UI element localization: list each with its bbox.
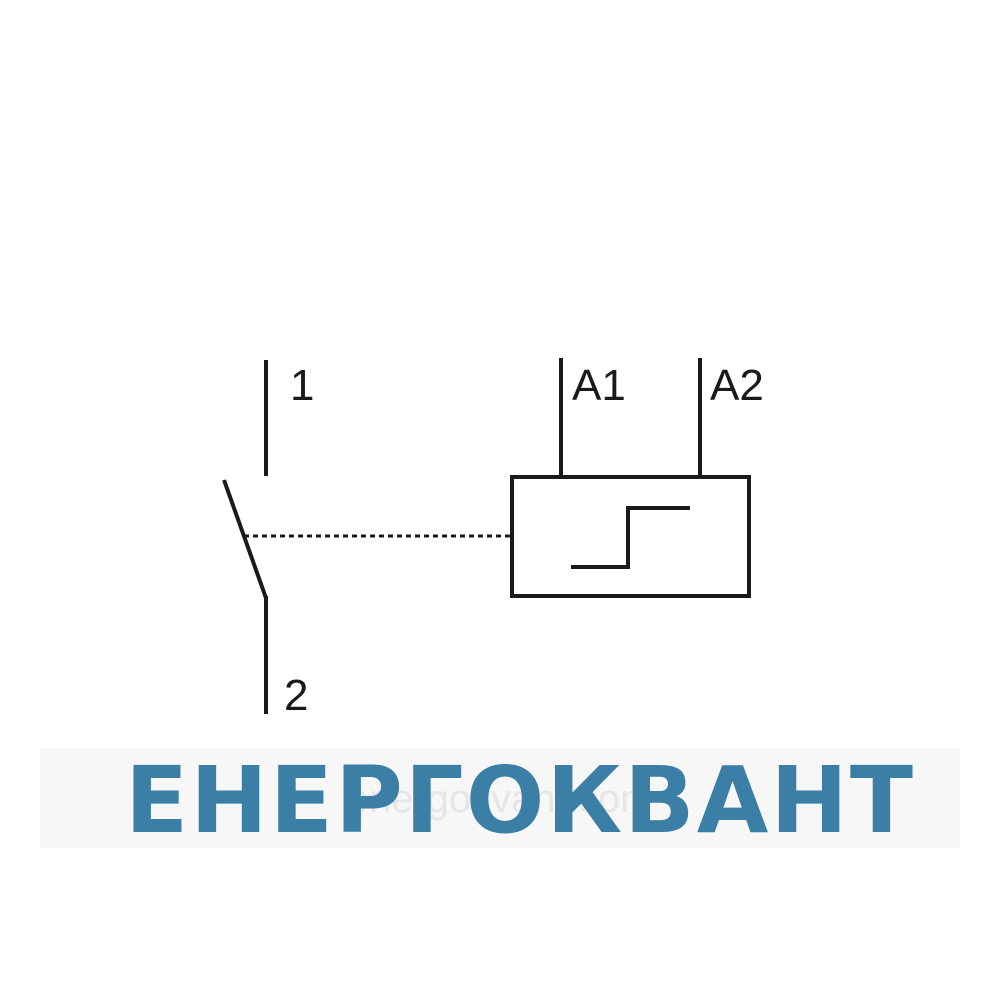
contact-switch-blade: [222, 479, 268, 599]
terminal-label-2: 2: [284, 671, 308, 720]
terminal-label-1: 1: [290, 361, 314, 410]
brand-logo-text: ЕНЕРГОКВАНТ: [125, 747, 915, 854]
terminal-label-a1: A1: [572, 361, 626, 410]
coil-box: [510, 475, 751, 598]
coil-step-symbol: [571, 506, 690, 569]
terminal-label-a2: A2: [710, 361, 764, 410]
logo-band: [40, 748, 960, 848]
logo-watermark: energokvant.com: [347, 777, 654, 821]
